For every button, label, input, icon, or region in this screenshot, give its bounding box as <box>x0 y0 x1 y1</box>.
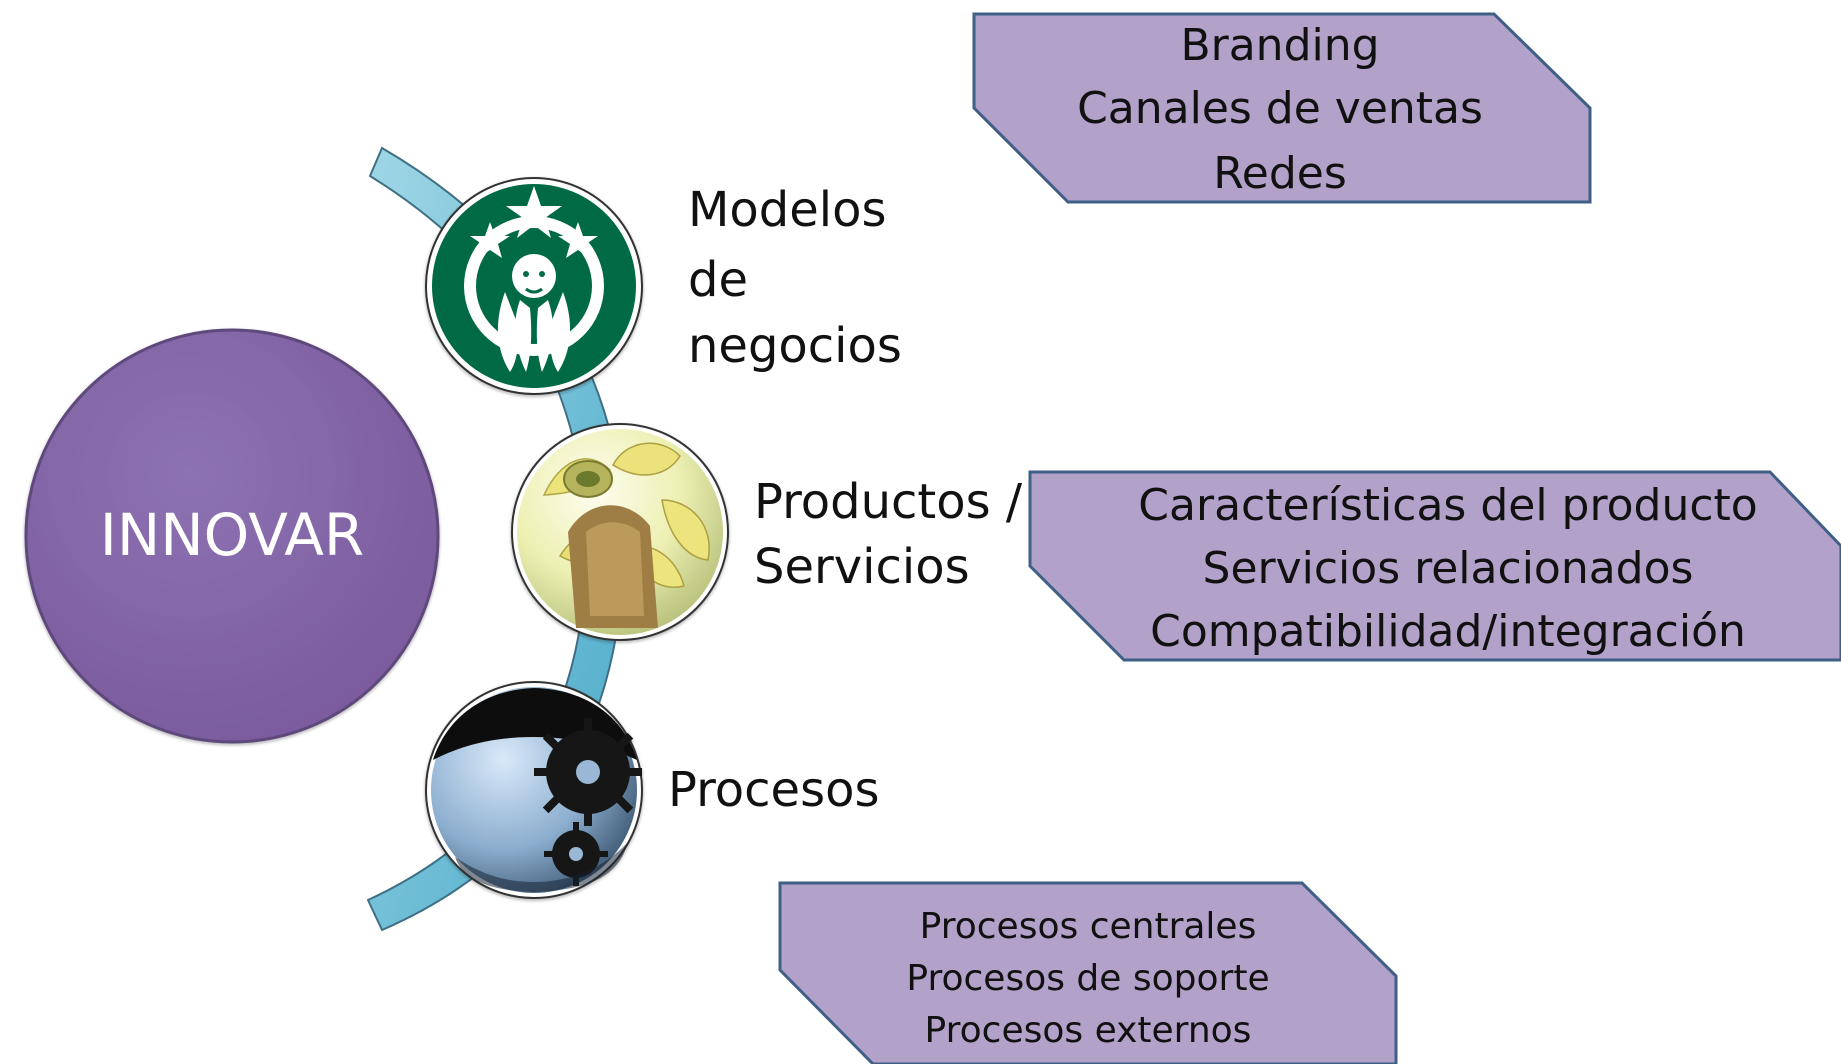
innovar-circle: INNOVAR <box>24 328 440 744</box>
details-processes-line-1: Procesos centrales <box>920 906 1257 947</box>
node-processes <box>425 681 643 899</box>
details-products-services-line-2: Servicios relacionados <box>1203 543 1694 594</box>
label-products-services-line-1: Productos / <box>754 474 1023 530</box>
details-business-models-line-1: Branding <box>1180 20 1379 71</box>
gears-icon <box>425 681 643 899</box>
details-business-models-line-2: Canales de ventas <box>1077 83 1483 134</box>
fruit-peel-icon <box>511 423 729 641</box>
details-products-services-line-3: Compatibilidad/integración <box>1150 606 1746 657</box>
details-processes-line-2: Procesos de soporte <box>906 958 1269 999</box>
details-box-business-models: Branding Canales de ventas Redes <box>972 12 1592 204</box>
node-products-services <box>511 423 729 641</box>
label-processes-line-1: Procesos <box>668 762 879 818</box>
label-products-services-line-2: Servicios <box>754 539 970 595</box>
details-box-processes: Procesos centrales Procesos de soporte P… <box>778 881 1398 1064</box>
starbucks-logo-icon <box>425 177 643 395</box>
label-products-services: Productos / Servicios <box>754 474 1023 595</box>
label-business-models-line-1: Modelos <box>688 182 887 238</box>
label-business-models: Modelos de negocios <box>688 182 902 374</box>
details-products-services-line-1: Características del producto <box>1138 480 1757 531</box>
label-processes: Procesos <box>668 762 879 818</box>
label-business-models-line-3: negocios <box>688 318 902 374</box>
innovar-label: INNOVAR <box>100 501 364 569</box>
details-box-products-services: Características del producto Servicios r… <box>1028 470 1841 662</box>
label-business-models-line-2: de <box>688 252 748 308</box>
details-business-models-line-3: Redes <box>1213 148 1347 199</box>
details-processes-line-3: Procesos externos <box>925 1010 1252 1051</box>
node-business-models <box>425 177 643 395</box>
